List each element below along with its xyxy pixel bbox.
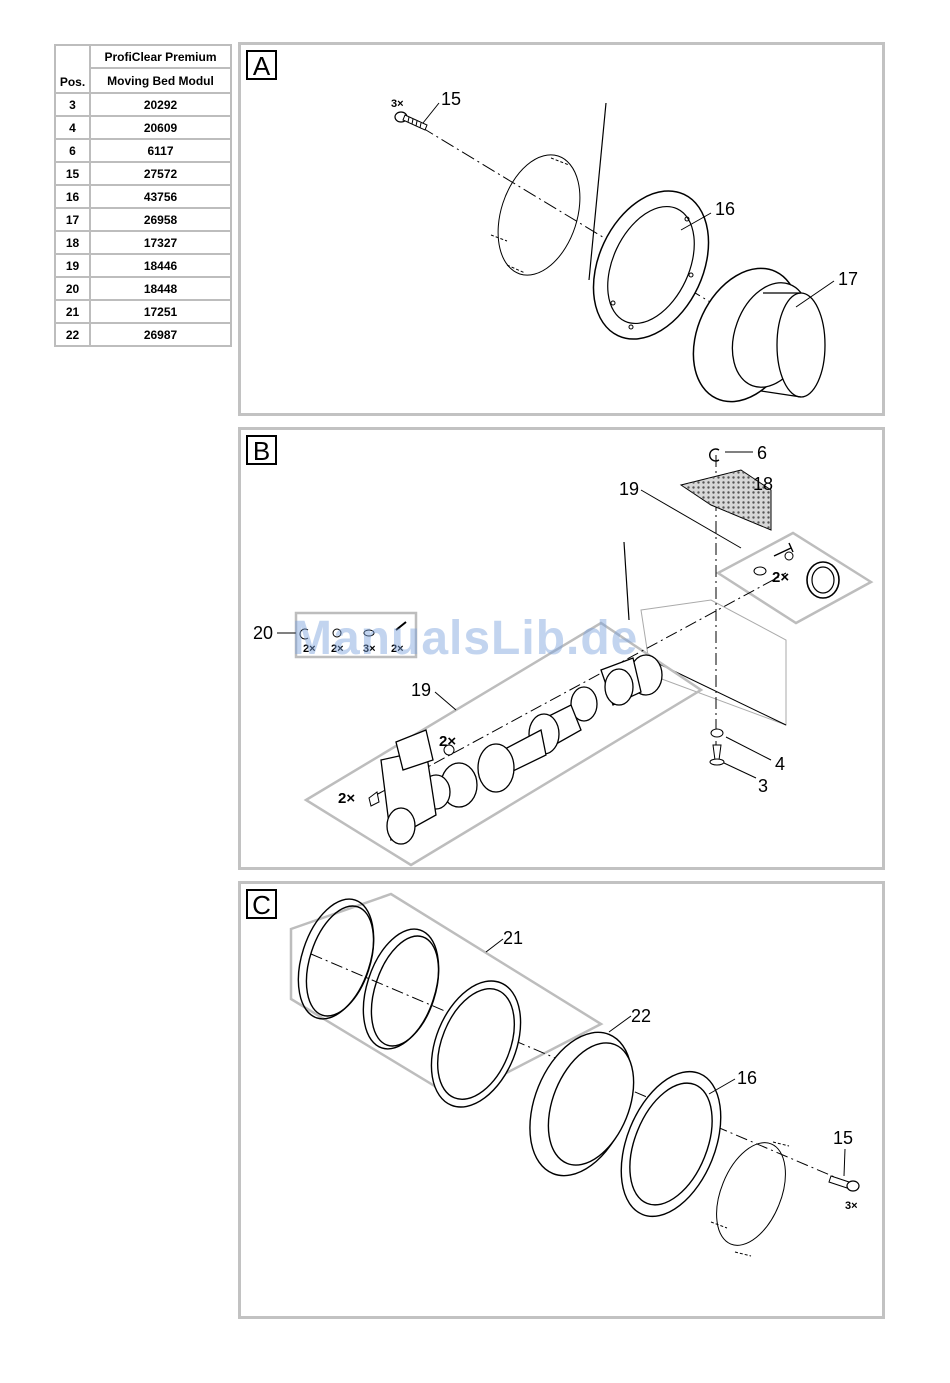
screw-icon-c (829, 1176, 859, 1191)
qty-clip-top: 2× (439, 733, 456, 750)
diagram-b: 6 18 19 2× 2× 2× 3× 2× 20 (241, 430, 882, 867)
diagram-a: 3× 15 16 1 (241, 45, 882, 413)
kit-20-qty-4: 2× (391, 643, 404, 655)
kit-19-top-outline (718, 533, 871, 623)
top-fitting-icons (754, 543, 839, 598)
kit-20-qty-1: 2× (303, 643, 316, 655)
header-product-line2: Moving Bed Modul (90, 68, 231, 93)
row-pos: 4 (55, 116, 90, 139)
row-part-number: 17327 (90, 231, 231, 254)
row-pos: 20 (55, 277, 90, 300)
qty-15-c: 3× (845, 1200, 858, 1212)
leader-15 (423, 103, 439, 123)
row-pos: 16 (55, 185, 90, 208)
callout-15: 15 (441, 89, 461, 109)
diagram-c: 21 22 16 15 3× (241, 884, 882, 1316)
callout-20: 20 (253, 623, 273, 643)
row-pos: 22 (55, 323, 90, 346)
kit-20-qty-2: 2× (331, 643, 344, 655)
tank-edge (624, 542, 629, 620)
row-part-number: 17251 (90, 300, 231, 323)
qty-screw-top: 2× (772, 569, 789, 586)
qty-clip-bottom: 2× (338, 790, 355, 807)
row-part-number: 26958 (90, 208, 231, 231)
callout-22: 22 (631, 1006, 651, 1026)
callout-21: 21 (503, 928, 523, 948)
row-part-number: 18446 (90, 254, 231, 277)
callout-19-top: 19 (619, 479, 639, 499)
screw-icon (395, 112, 427, 130)
parts-table: Pos. ProfiClear Premium Moving Bed Modul… (54, 44, 232, 347)
qty-15: 3× (391, 98, 404, 110)
row-pos: 18 (55, 231, 90, 254)
row-pos: 6 (55, 139, 90, 162)
kit-20-qty-3: 3× (363, 643, 376, 655)
callout-15-c: 15 (833, 1128, 853, 1148)
row-pos: 21 (55, 300, 90, 323)
row-pos: 19 (55, 254, 90, 277)
row-part-number: 26987 (90, 323, 231, 346)
row-pos: 15 (55, 162, 90, 185)
callout-16: 16 (715, 199, 735, 219)
hose-clamp-icons (285, 890, 453, 1059)
panel-a: A 3× 15 1 (238, 42, 885, 416)
kit-20-icons (300, 622, 406, 639)
header-pos: Pos. (55, 45, 90, 93)
clip-6-icon (710, 449, 719, 461)
callout-3: 3 (758, 776, 768, 796)
callout-6: 6 (757, 443, 767, 463)
row-part-number: 27572 (90, 162, 231, 185)
pin-icons-c (711, 1142, 789, 1256)
callout-16-c: 16 (737, 1068, 757, 1088)
callout-17: 17 (838, 269, 858, 289)
callout-4: 4 (775, 754, 785, 774)
gasket-ring-c (703, 1133, 799, 1256)
sleeve-21 (414, 968, 538, 1120)
tank-opening (641, 600, 786, 725)
gasket-ring (484, 144, 595, 285)
row-part-number: 43756 (90, 185, 231, 208)
row-part-number: 18448 (90, 277, 231, 300)
bottom-fitting-icons (710, 729, 724, 765)
row-pos: 17 (55, 208, 90, 231)
panel-c: C 21 22 16 (238, 881, 885, 1319)
panel-b: B 6 18 19 (238, 427, 885, 870)
header-product-line1: ProfiClear Premium (90, 45, 231, 68)
callout-19-main: 19 (411, 680, 431, 700)
row-part-number: 20609 (90, 116, 231, 139)
row-part-number: 6117 (90, 139, 231, 162)
callout-18: 18 (753, 474, 773, 494)
row-part-number: 20292 (90, 93, 231, 116)
row-pos: 3 (55, 93, 90, 116)
